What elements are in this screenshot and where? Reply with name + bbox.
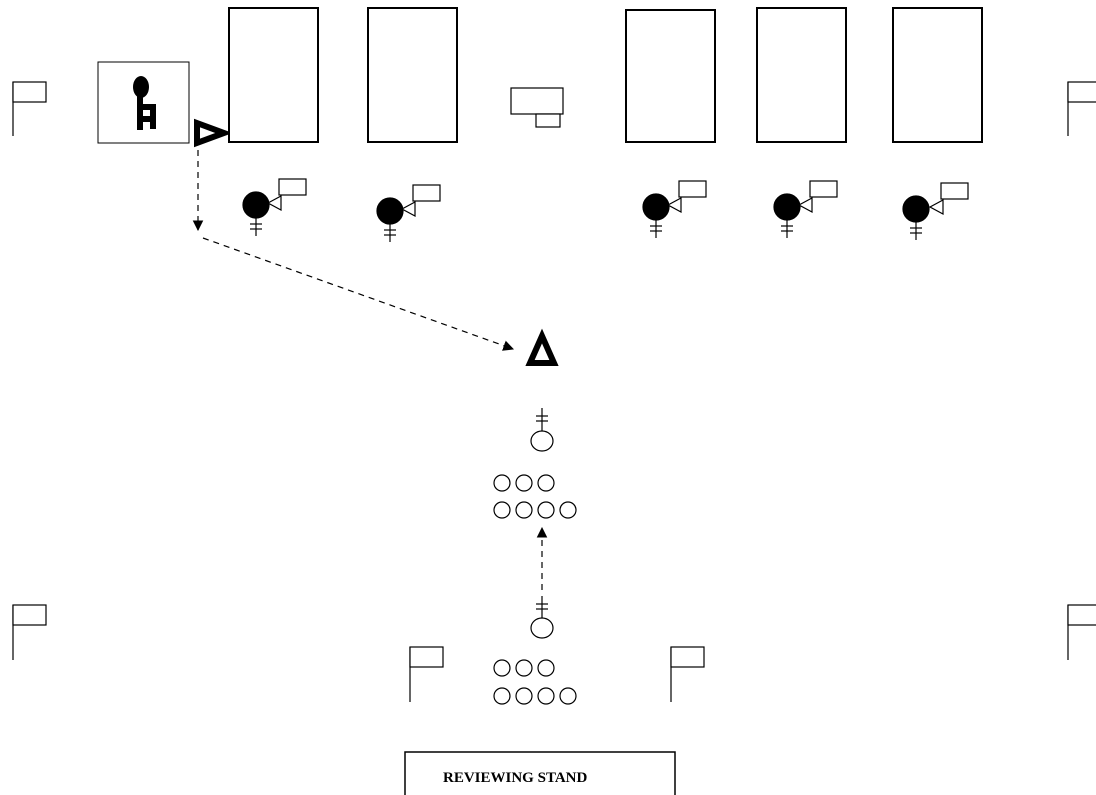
reviewing-stand: REVIEWING STAND [404, 751, 676, 795]
person-marker-icon [642, 180, 707, 238]
circle-icon [515, 659, 533, 677]
leader-marker-icon [530, 408, 554, 452]
person-marker-icon [773, 180, 838, 238]
circle-icon [559, 687, 577, 705]
flag-icon [1067, 604, 1096, 660]
triangle-marker-icon [194, 118, 233, 148]
reviewing-stand-label: REVIEWING STAND [443, 770, 587, 786]
flag-icon [670, 646, 705, 702]
vehicle-icon [510, 87, 564, 128]
person-marker-icon [376, 184, 441, 242]
circle-icon [537, 659, 555, 677]
formation-group [493, 659, 577, 705]
commander-icon [97, 61, 190, 144]
movement-path [202, 237, 515, 351]
flag-icon [12, 81, 47, 136]
flag-icon [409, 646, 444, 702]
leader-marker-icon [530, 596, 554, 639]
circle-icon [537, 474, 555, 492]
circle-icon [493, 501, 511, 519]
circle-icon [537, 687, 555, 705]
circle-icon [537, 501, 555, 519]
unit-block [228, 7, 319, 143]
circle-icon [515, 474, 533, 492]
unit-block [367, 7, 458, 143]
flag-icon [1067, 81, 1096, 136]
circle-icon [559, 501, 577, 519]
flag-icon [12, 604, 47, 660]
person-marker-icon [242, 178, 307, 236]
circle-icon [515, 501, 533, 519]
circle-icon [515, 687, 533, 705]
triangle-marker-icon [525, 328, 559, 366]
person-marker-icon [902, 182, 969, 240]
circle-icon [493, 687, 511, 705]
circle-icon [493, 474, 511, 492]
unit-block [756, 7, 847, 143]
unit-block [625, 9, 716, 143]
unit-block [892, 7, 983, 143]
formation-group [493, 474, 577, 519]
circle-icon [493, 659, 511, 677]
